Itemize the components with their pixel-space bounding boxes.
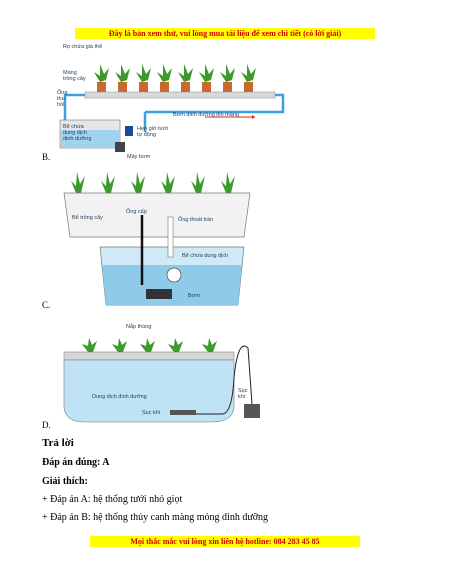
label-be-chua-2: dung dịch xyxy=(63,130,87,136)
label-be-trong: Bể trồng cây xyxy=(72,214,103,221)
label-bom-dinh-duong: Bơm dinh dưỡng lên máng xyxy=(173,112,239,118)
explanation-heading: Giải thích: xyxy=(42,476,88,487)
figure-deep-water-culture: Nắp thùng Dung dịch dinh dưỡng Sục khí S… xyxy=(63,323,260,423)
hotline-banner: Mọi thắc mắc vui lòng xin liên hệ hotlin… xyxy=(90,536,360,547)
label-be-chua-3: dinh dưỡng xyxy=(63,136,91,142)
option-b-label: B. xyxy=(42,152,51,162)
label-ong-thu-hoi-2: thu xyxy=(57,96,65,102)
figure-nft-system: Bể trồng cây Ống cấp Ống thoát tràn Bể c… xyxy=(63,172,251,306)
label-ong-thu-hoi-3: hồi xyxy=(57,102,64,108)
label-suc-khi-right-1: Sục xyxy=(238,388,248,394)
label-mang-trong-1: Máng xyxy=(63,70,77,76)
label-ong-cap: Ống cấp xyxy=(126,208,147,215)
label-suc-khi-right-2: khí xyxy=(238,394,246,400)
correct-answer: Đáp án đúng: A xyxy=(42,457,110,468)
label-mang-trong-2: trồng cây xyxy=(63,76,86,82)
label-hen-gio-2: tự động xyxy=(137,132,156,138)
plant-row xyxy=(94,64,256,92)
figure-drip-irrigation: Rọ chứa giá thể Máng trồng cây Ống thu h… xyxy=(55,42,295,160)
label-nap-thung: Nắp thùng xyxy=(126,323,151,330)
label-suc-khi: Sục khí xyxy=(142,410,161,416)
label-dung-dich: Dung dịch dinh dưỡng xyxy=(92,394,147,400)
option-d-label: D. xyxy=(42,420,51,430)
label-ong-thoat: Ống thoát tràn xyxy=(178,216,213,223)
explanation-line-a: + Đáp án A: hệ thống tưới nhỏ giọt xyxy=(42,494,183,505)
preview-banner: Đây là bản xem thử, vui lòng mua tài liệ… xyxy=(75,28,375,39)
label-ro-chua: Rọ chứa giá thể xyxy=(63,43,102,50)
label-may-bom: Máy bơm xyxy=(127,154,151,160)
answer-heading: Trả lời xyxy=(42,437,74,449)
label-be-chua-1: Bể chứa xyxy=(63,123,85,130)
explanation-line-b: + Đáp án B: hệ thống thủy canh màng mỏng… xyxy=(42,512,269,523)
label-ong-thu-hoi-1: Ống xyxy=(57,89,67,96)
label-hen-gio-1: Hẹn giờ tưới xyxy=(137,126,168,132)
plant-row xyxy=(71,172,235,193)
label-bom: Bơm xyxy=(188,293,200,299)
label-be-chua-dung-dich: Bể chứa dung dịch xyxy=(182,252,228,259)
option-c-label: C. xyxy=(42,300,51,310)
